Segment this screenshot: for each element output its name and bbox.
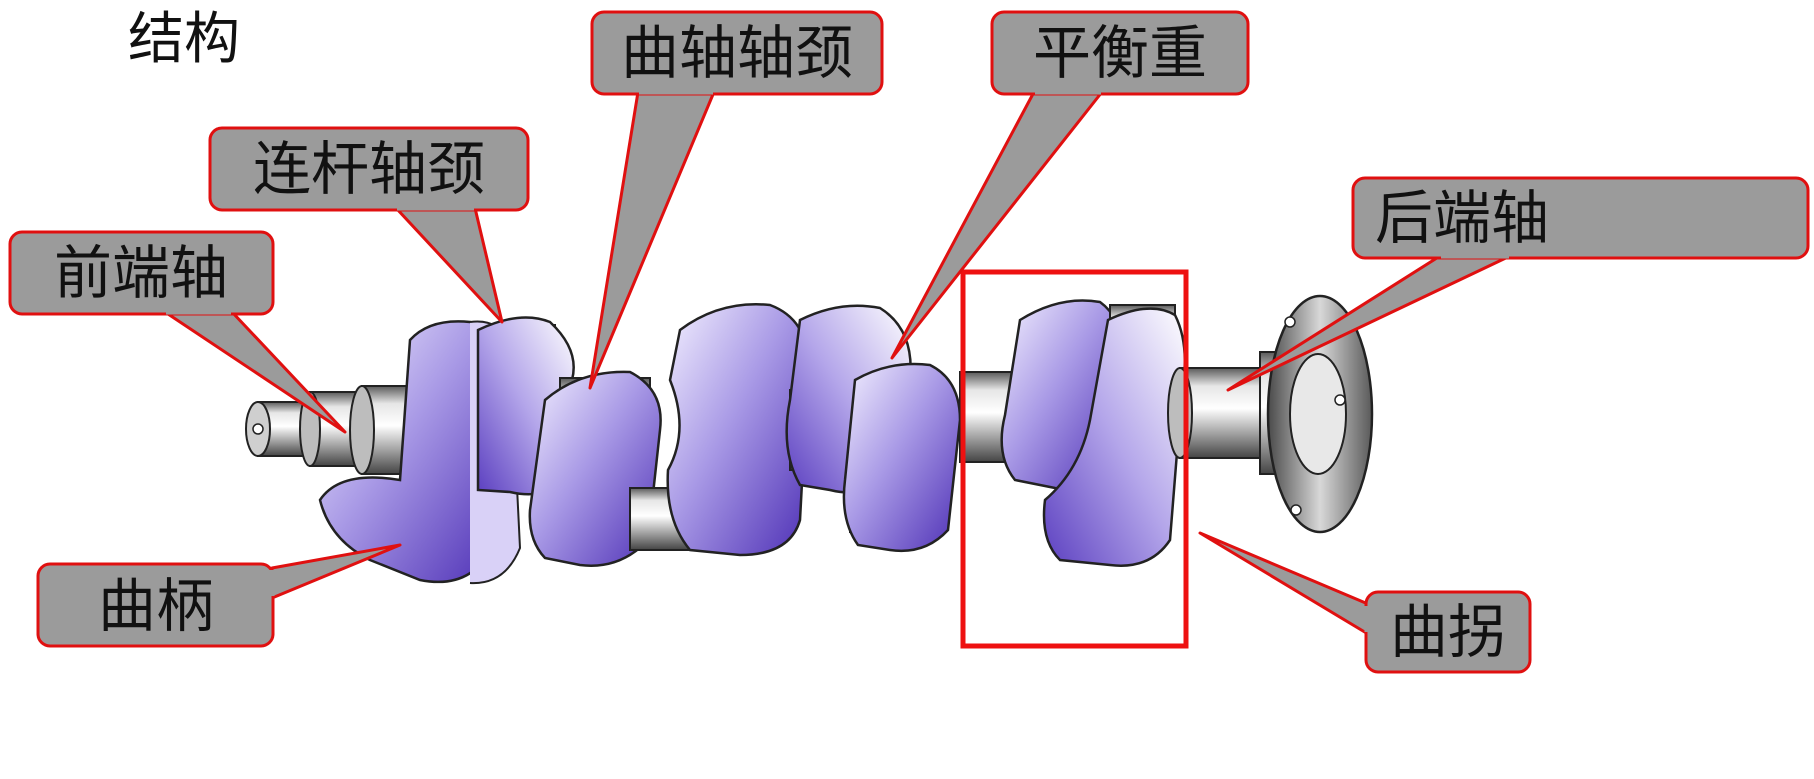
page-title: 结构 <box>128 7 240 72</box>
crank-web-6 <box>844 364 960 551</box>
label-front-shaft: 前端轴 <box>54 239 228 307</box>
callout-crank-throw: 曲拐 <box>1200 533 1530 672</box>
label-rear-shaft: 后端轴 <box>1375 184 1549 252</box>
label-crank-pin: 连杆轴颈 <box>253 135 485 203</box>
callout-crank-arm: 曲柄 <box>38 545 400 646</box>
crankshaft-illustration <box>246 296 1372 583</box>
label-crank-throw: 曲拐 <box>1390 598 1506 666</box>
label-counterweight: 平衡重 <box>1033 19 1207 87</box>
label-main-journal: 曲轴轴颈 <box>621 19 853 87</box>
label-crank-arm: 曲柄 <box>98 572 214 640</box>
